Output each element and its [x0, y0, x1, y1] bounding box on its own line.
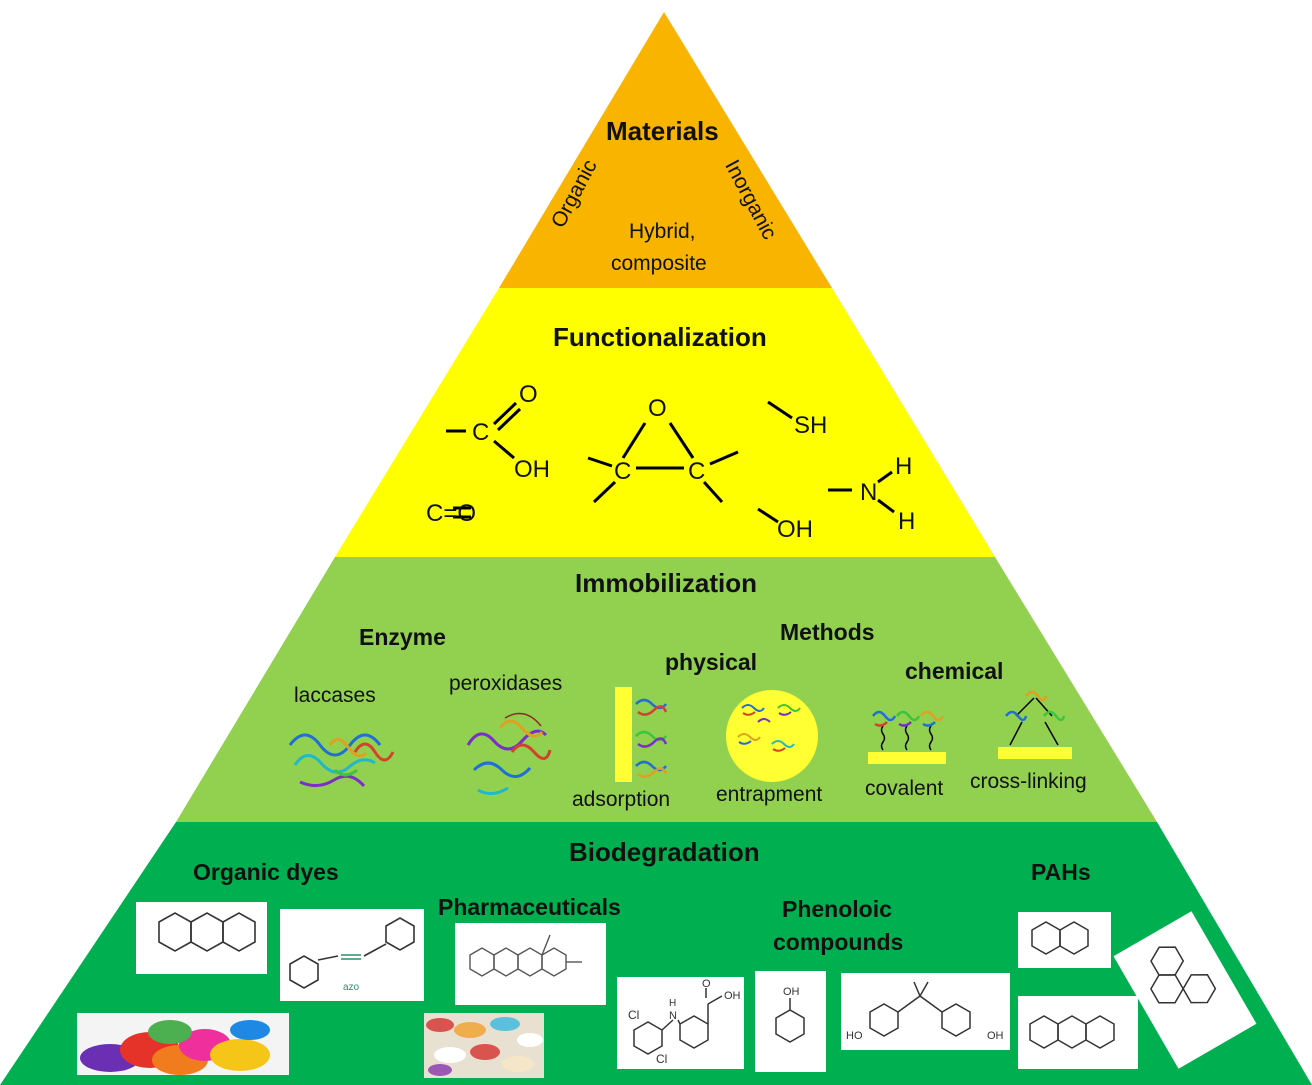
- pills-photo: [424, 1013, 544, 1078]
- organic-dyes-heading: Organic dyes: [193, 859, 339, 885]
- phenol-oh: OH: [783, 986, 800, 998]
- tetracycline-card: [455, 923, 606, 1005]
- diclofenac-h: H: [669, 998, 677, 1009]
- pharmaceuticals-heading: Pharmaceuticals: [438, 894, 621, 920]
- phenol-card: [755, 971, 826, 1072]
- bpa-ho: HO: [846, 1030, 863, 1042]
- materials-title: Materials: [606, 116, 719, 146]
- adsorption-support: [615, 687, 632, 782]
- phenazine-card: [136, 902, 267, 974]
- covalent-enzymes: [872, 710, 945, 727]
- naphthalene-card: [1018, 912, 1111, 968]
- entrapment-bead: [726, 690, 818, 782]
- diclofenac-cl-top: Cl: [628, 1008, 640, 1022]
- entrapment-label: entrapment: [716, 783, 823, 806]
- anthracene-card: [1018, 996, 1138, 1069]
- carbonyl-group: C=O: [426, 500, 477, 527]
- azobenzene-card: [280, 909, 424, 1001]
- epoxide-c-right: C: [688, 458, 706, 485]
- phenolic-heading-line1: Phenoloic: [782, 896, 892, 922]
- cross-linking-label: cross-linking: [970, 770, 1087, 793]
- methods-heading: Methods: [780, 619, 875, 645]
- materials-tier: [499, 12, 832, 288]
- hybrid-label-line2: composite: [611, 252, 707, 275]
- carboxyl-bonds: [446, 401, 522, 519]
- immobilization-title: Immobilization: [575, 568, 757, 598]
- pahs-heading: PAHs: [1031, 859, 1091, 885]
- carboxyl-oh: OH: [514, 456, 550, 483]
- physical-label: physical: [665, 649, 758, 675]
- crosslinking-support: [998, 747, 1072, 759]
- covalent-label: covalent: [865, 777, 944, 800]
- peroxidase-structure: [466, 712, 552, 795]
- laccases-label: laccases: [294, 684, 376, 707]
- epoxide-bonds: [587, 422, 739, 504]
- functionalization-title: Functionalization: [553, 322, 767, 352]
- laccase-structure: [288, 733, 395, 788]
- diclofenac-cl-bottom: Cl: [656, 1052, 668, 1066]
- azo-label: azo: [343, 982, 360, 993]
- diclofenac-o: O: [702, 978, 711, 990]
- crosslinked-enzymes: [1005, 690, 1066, 722]
- carboxyl-o: O: [519, 381, 538, 408]
- hybrid-label-line1: Hybrid,: [629, 220, 696, 243]
- biodegradation-title: Biodegradation: [569, 837, 760, 867]
- phenanthrene-card: [1113, 911, 1257, 1069]
- peroxidases-label: peroxidases: [449, 672, 563, 695]
- bpa-oh: OH: [987, 1030, 1004, 1042]
- adsorbed-enzymes: [635, 698, 668, 778]
- epoxide-c-left: C: [614, 458, 632, 485]
- diclofenac-oh: OH: [724, 990, 741, 1002]
- amine-n: N: [860, 479, 878, 506]
- adsorption-label: adsorption: [572, 788, 671, 811]
- enzyme-heading: Enzyme: [359, 624, 446, 650]
- epoxide-o: O: [648, 395, 667, 422]
- covalent-linkers: [880, 725, 934, 751]
- thiol-group: SH: [794, 412, 828, 439]
- amine-h-top: H: [895, 453, 913, 480]
- bisphenol-a-card: [841, 973, 1010, 1050]
- dye-powders-photo: [77, 1013, 289, 1075]
- entrapped-enzymes: [737, 704, 801, 752]
- hydroxyl-group: OH: [777, 516, 813, 543]
- other-group-bonds: [757, 400, 895, 524]
- chemical-label: chemical: [905, 658, 1004, 684]
- diclofenac-nh: N: [669, 1010, 677, 1022]
- amine-h-bottom: H: [898, 508, 916, 535]
- carboxyl-c: C: [472, 419, 490, 446]
- covalent-support: [868, 752, 946, 764]
- diclofenac-card: [617, 977, 744, 1069]
- phenolic-heading-line2: compounds: [773, 929, 904, 955]
